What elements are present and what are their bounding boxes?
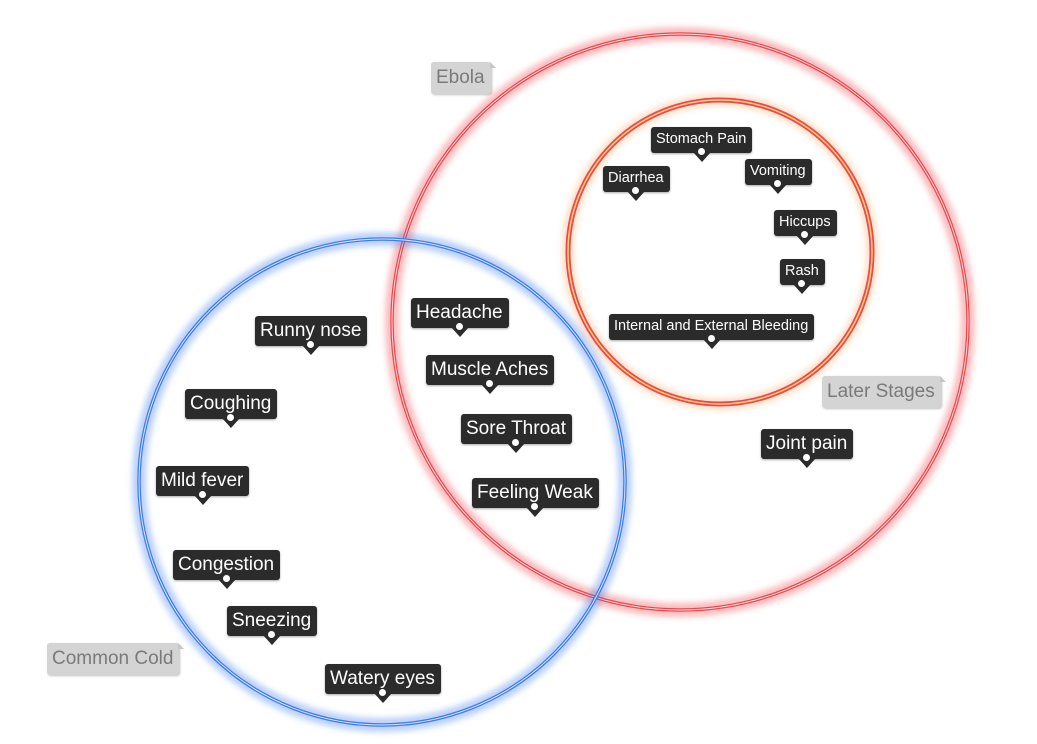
pin-icon	[793, 283, 812, 294]
symptom-tag-mild-fever: Mild fever	[156, 466, 250, 505]
pin-icon	[798, 458, 817, 468]
symptom-tag-vomiting: Vomiting	[745, 159, 812, 194]
pin-icon	[796, 234, 815, 245]
symptom-label: Sneezing	[232, 610, 312, 631]
symptom-tag-congestion: Congestion	[173, 550, 281, 589]
symptom-tag-diarrhea: Diarrhea	[603, 166, 670, 201]
pin-dot-icon	[306, 340, 316, 349]
pin-dot-icon	[800, 229, 810, 239]
pin-dot-icon	[696, 146, 706, 156]
symptom-label: Runny nose	[260, 320, 362, 341]
pin-dot-icon	[485, 379, 495, 388]
symptom-label: Stomach Pain	[656, 131, 747, 147]
pin-icon	[302, 345, 321, 355]
pin-icon	[217, 579, 236, 589]
pin-icon	[481, 384, 500, 394]
symptom-tag-headache: Headache	[411, 298, 509, 337]
pin-icon	[769, 183, 788, 194]
pin-dot-icon	[511, 438, 521, 447]
symptom-label: Muscle Aches	[431, 359, 549, 380]
pin-dot-icon	[377, 688, 387, 697]
symptom-tag-muscle-aches: Muscle Aches	[426, 355, 555, 394]
pin-icon	[627, 190, 646, 201]
symptom-label: Feeling Weak	[477, 482, 593, 503]
pin-dot-icon	[267, 630, 277, 639]
pin-icon	[526, 507, 545, 517]
common-cold-ring	[132, 232, 632, 732]
set-label-ebola: Ebola	[431, 62, 496, 94]
symptom-label: Rash	[785, 263, 819, 279]
symptom-label: Congestion	[178, 554, 275, 575]
later-stages-ring	[562, 94, 878, 410]
set-label-later-stages: Later Stages	[822, 376, 946, 408]
pin-dot-icon	[454, 322, 464, 331]
symptom-label: Hiccups	[779, 214, 831, 230]
symptom-label: Joint pain	[766, 433, 848, 454]
pin-dot-icon	[221, 574, 231, 583]
pin-icon	[507, 443, 526, 453]
symptom-tag-bleeding: Internal and External Bleeding	[609, 314, 815, 349]
symptom-label: Vomiting	[750, 163, 806, 179]
pin-dot-icon	[197, 490, 207, 499]
symptom-label: Headache	[416, 302, 503, 323]
symptom-label: Diarrhea	[608, 170, 664, 186]
pin-icon	[373, 693, 392, 703]
symptom-label: Mild fever	[161, 470, 244, 491]
pin-dot-icon	[797, 278, 807, 288]
symptom-label: Internal and External Bleeding	[614, 318, 809, 334]
pin-icon	[692, 151, 711, 162]
set-label-common-cold: Common Cold	[47, 643, 185, 675]
symptom-label: Coughing	[190, 393, 272, 414]
pin-dot-icon	[706, 333, 716, 343]
symptom-tag-coughing: Coughing	[185, 389, 278, 428]
pin-dot-icon	[802, 453, 812, 462]
symptom-tag-hiccups: Hiccups	[774, 210, 837, 245]
symptom-tag-rash: Rash	[780, 259, 825, 294]
pin-icon	[450, 327, 469, 337]
symptom-tag-stomach-pain: Stomach Pain	[651, 127, 753, 162]
pin-dot-icon	[530, 502, 540, 511]
ebola-ring	[385, 27, 975, 617]
symptom-tag-runny-nose: Runny nose	[255, 316, 368, 355]
pin-icon	[263, 635, 282, 645]
pin-icon	[702, 338, 721, 349]
symptom-tag-joint-pain: Joint pain	[761, 429, 854, 468]
symptom-label: Sore Throat	[466, 418, 566, 439]
pin-dot-icon	[226, 413, 236, 422]
pin-icon	[193, 495, 212, 505]
pin-icon	[222, 418, 241, 428]
symptom-tag-sore-throat: Sore Throat	[461, 414, 572, 453]
symptom-tag-watery-eyes: Watery eyes	[325, 664, 441, 703]
pin-dot-icon	[631, 185, 641, 195]
symptom-tag-feeling-weak: Feeling Weak	[472, 478, 599, 517]
symptom-label: Watery eyes	[330, 668, 435, 689]
pin-dot-icon	[773, 178, 783, 188]
symptom-tag-sneezing: Sneezing	[227, 606, 318, 645]
